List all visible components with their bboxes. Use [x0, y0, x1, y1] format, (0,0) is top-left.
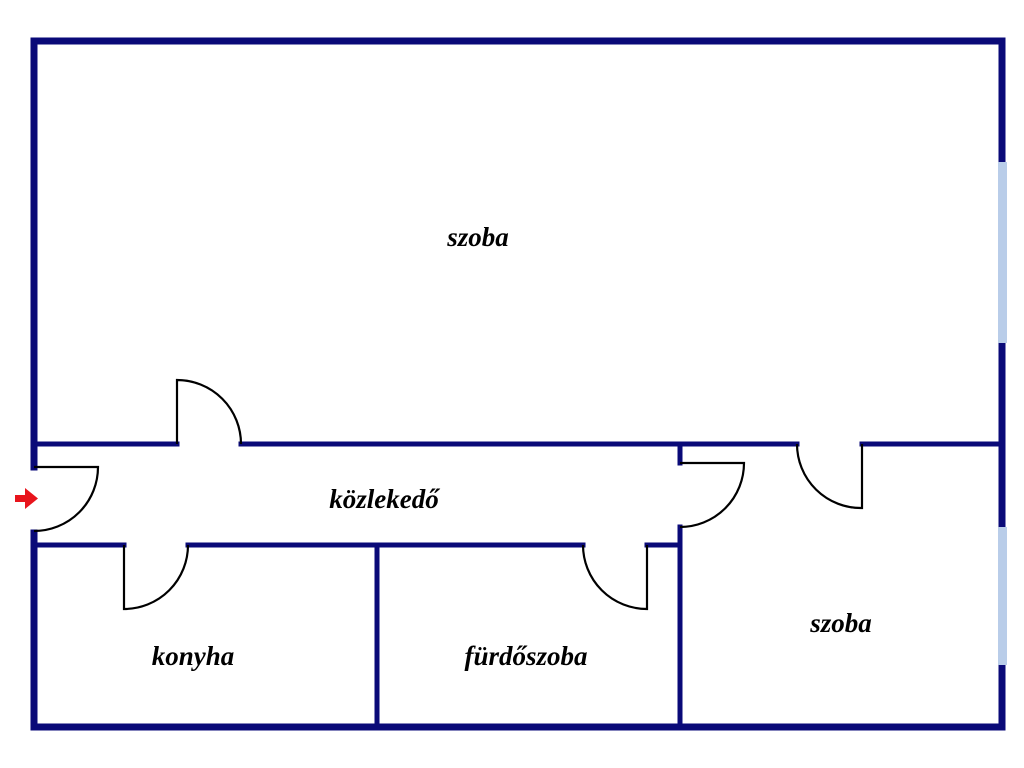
room-label-hallway: közlekedő: [329, 484, 440, 514]
door-entrance: [33, 465, 100, 533]
window-bedroom: [998, 527, 1007, 665]
door-living-room: [175, 378, 243, 445]
door-bathroom: [581, 544, 649, 611]
door-bedroom-living: [795, 443, 864, 510]
room-label-bedroom: szoba: [809, 608, 872, 638]
window-living-room: [998, 162, 1007, 343]
room-label-living-room: szoba: [446, 222, 509, 252]
room-label-kitchen: konyha: [152, 641, 235, 671]
outer-walls: [30, 37, 1006, 731]
doors: [33, 378, 864, 611]
windows: [998, 162, 1007, 665]
door-kitchen: [122, 544, 190, 611]
room-label-bathroom: fürdőszoba: [464, 641, 587, 671]
arrow-right-icon: [15, 488, 38, 509]
door-bedroom-hall: [679, 461, 746, 529]
inner-walls: [31, 441, 1005, 730]
